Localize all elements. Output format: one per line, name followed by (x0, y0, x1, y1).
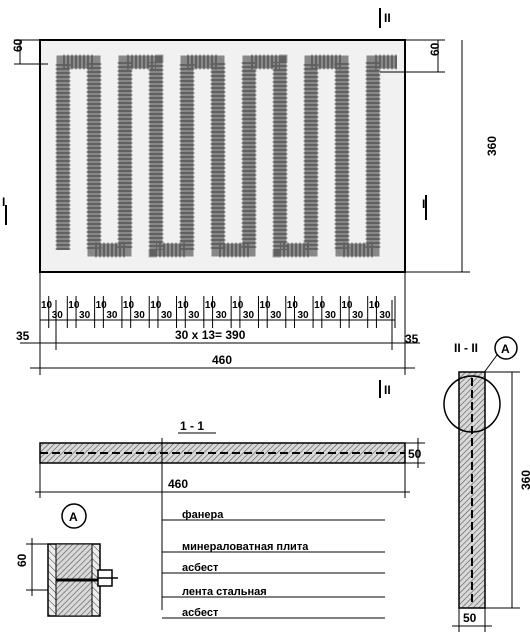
cut-marker-top: II (384, 11, 391, 25)
plan-view: 60 60 360 I I II II (2, 8, 499, 398)
dim-label-10: 10 (314, 300, 326, 311)
dim-formula: 30 x 13= 390 (175, 328, 246, 342)
section-2-2-width: 50 (463, 611, 477, 625)
dim-left-offset: 35 (16, 329, 30, 343)
dim-label-30: 30 (352, 310, 364, 321)
dim-label-30: 30 (188, 310, 200, 321)
heating-serpentine (56, 55, 397, 257)
dim-label-10: 10 (259, 300, 271, 311)
dim-height: 360 (485, 136, 499, 156)
section-1-1-length: 460 (168, 477, 188, 491)
legend-item-4: асбест (182, 607, 219, 619)
dim-label-10: 10 (232, 300, 244, 311)
dim-label-30: 30 (52, 310, 64, 321)
legend: фанера минераловатная плита асбест лента… (162, 509, 385, 619)
dim-label-10: 10 (41, 300, 53, 311)
dim-total: 460 (212, 353, 232, 367)
legend-item-0: фанера (182, 509, 224, 521)
section-1-1: 1 - 1 50 460 (35, 419, 425, 610)
dim-label-10: 10 (123, 300, 135, 311)
dim-label-30: 30 (325, 310, 337, 321)
dimension-chain: 1030103010301030103010301030103010301030… (16, 272, 420, 375)
dim-label-10: 10 (150, 300, 162, 311)
section-2-2-height: 360 (519, 470, 530, 490)
legend-item-1: минераловатная плита (182, 541, 309, 553)
tick-row: 1030103010301030103010301030103010301030… (39, 296, 396, 328)
section-2-2-title: II - II (454, 341, 478, 355)
dim-label-10: 10 (96, 300, 108, 311)
dim-label-30: 30 (379, 310, 391, 321)
dim-label-10: 10 (68, 300, 80, 311)
dim-label-30: 30 (243, 310, 255, 321)
dim-label-10: 10 (369, 300, 381, 311)
cut-marker-right: I (422, 197, 425, 211)
dim-label-30: 30 (106, 310, 118, 321)
dim-label-30: 30 (298, 310, 310, 321)
section-2-2-detail-circle (443, 375, 501, 433)
dim-label-30: 30 (134, 310, 146, 321)
section-2-2-callout-circle (494, 336, 518, 360)
dim-label-10: 10 (341, 300, 353, 311)
dim-top-left: 60 (11, 38, 25, 52)
cut-marker-bottom: II (384, 383, 391, 397)
dim-label-10: 10 (178, 300, 190, 311)
detail-a-dim: 60 (15, 553, 29, 567)
legend-item-3: лента стальная (182, 586, 267, 598)
dim-top-right: 60 (428, 42, 442, 56)
section-1-1-title: 1 - 1 (180, 419, 204, 433)
section-2-2: II - II А 360 50 (443, 336, 530, 632)
detail-a-callout-circle (61, 503, 87, 529)
dim-label-30: 30 (79, 310, 91, 321)
dim-right-offset: 35 (405, 332, 419, 346)
detail-a-callout: А (69, 510, 78, 524)
dim-label-30: 30 (161, 310, 173, 321)
detail-a: А 60 (15, 503, 118, 617)
dim-label-30: 30 (270, 310, 282, 321)
dim-label-30: 30 (216, 310, 228, 321)
dim-label-10: 10 (205, 300, 217, 311)
section-2-2-callout: А (501, 342, 510, 356)
section-1-1-thickness: 50 (408, 447, 422, 461)
legend-item-2: асбест (182, 562, 219, 574)
cut-marker-left: I (2, 195, 5, 209)
dim-label-10: 10 (287, 300, 299, 311)
